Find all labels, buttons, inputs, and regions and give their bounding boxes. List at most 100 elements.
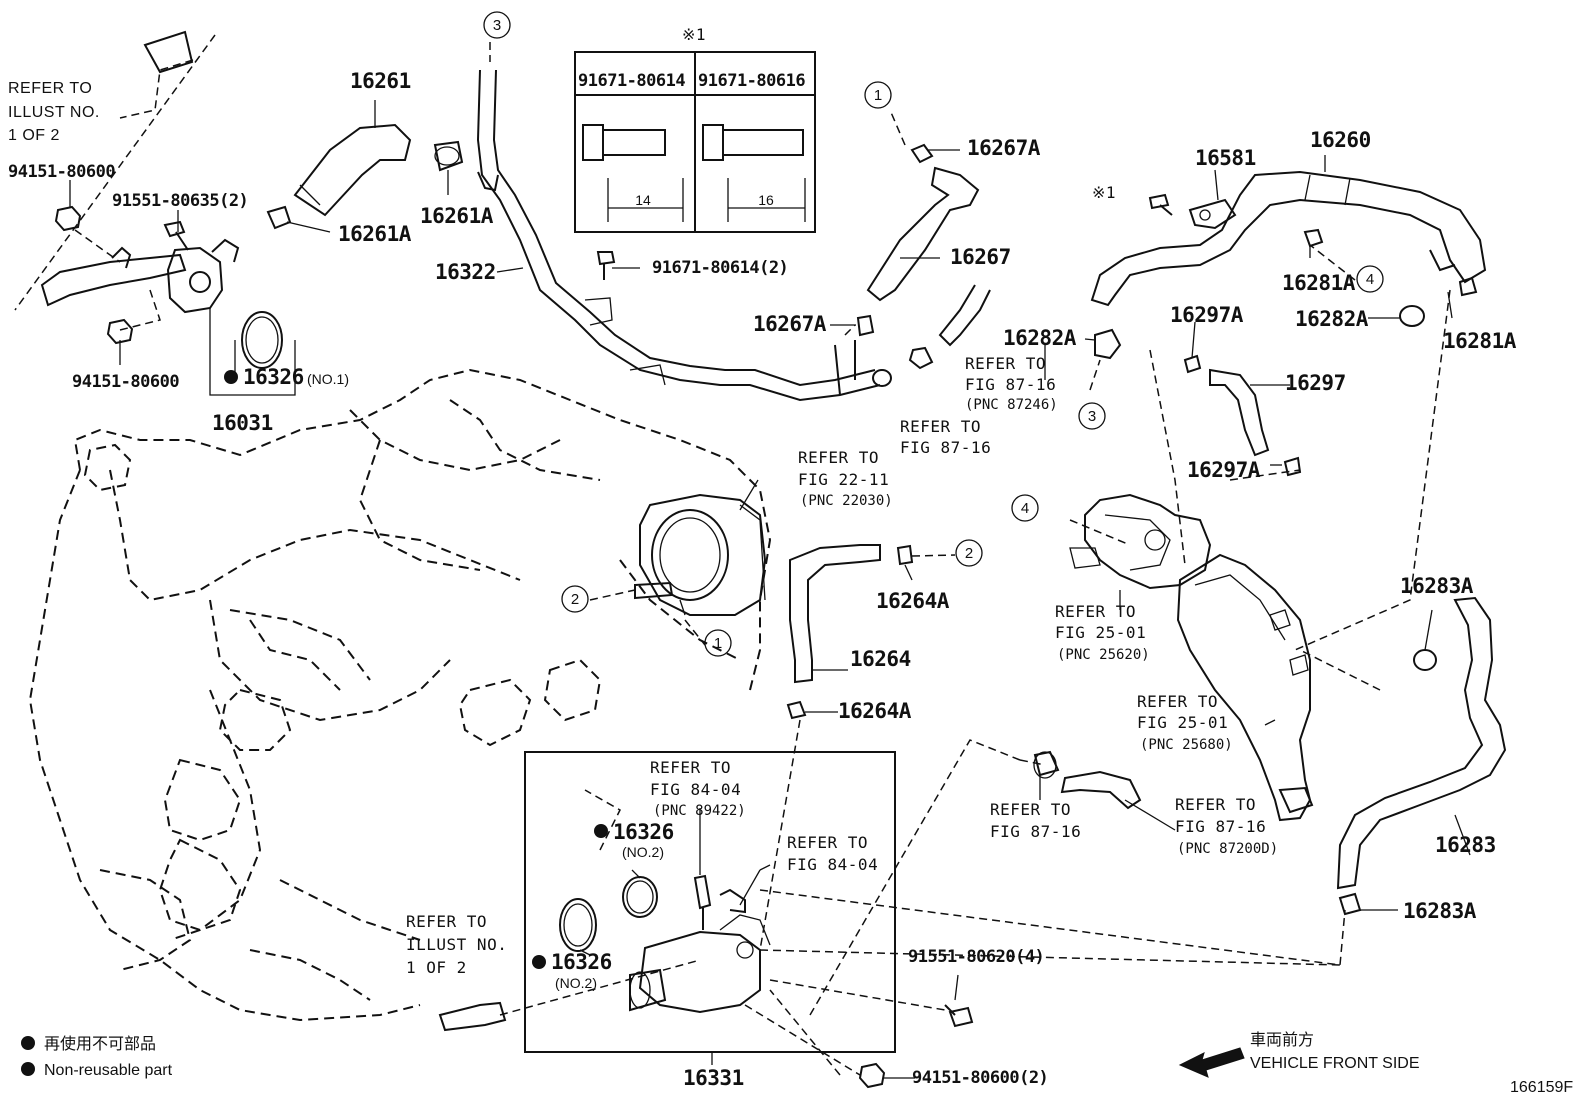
label-16281A-right: 16281A bbox=[1443, 329, 1517, 353]
label-16297A-top: 16297A bbox=[1170, 303, 1244, 327]
svg-text:REFER TO: REFER TO bbox=[787, 833, 868, 852]
engine-block-outline bbox=[28, 368, 772, 1022]
svg-text:2: 2 bbox=[571, 591, 579, 608]
svg-text:1 OF 2: 1 OF 2 bbox=[406, 958, 467, 977]
bracket-16581 bbox=[1148, 193, 1237, 230]
svg-text:FIG 87-16: FIG 87-16 bbox=[900, 438, 991, 457]
svg-text:REFER TO: REFER TO bbox=[8, 80, 92, 97]
hose-87246-ref bbox=[908, 284, 1122, 370]
label-16261: 16261 bbox=[350, 69, 411, 93]
svg-text:1: 1 bbox=[714, 635, 722, 652]
clamp-16261A bbox=[266, 140, 464, 230]
connection-lines bbox=[489, 42, 1451, 1076]
svg-text:(PNC 25620): (PNC 25620) bbox=[1057, 647, 1150, 663]
svg-text:※1: ※1 bbox=[682, 25, 706, 44]
svg-text:91671-80614: 91671-80614 bbox=[578, 71, 685, 91]
svg-text:(NO.1): (NO.1) bbox=[307, 371, 349, 387]
svg-text:16: 16 bbox=[758, 192, 774, 208]
label-91551-low: 91551-80620(4) bbox=[908, 947, 1044, 967]
figure-code: 166159F bbox=[1510, 1079, 1573, 1096]
svg-text:(PNC 87246): (PNC 87246) bbox=[965, 397, 1058, 413]
refer-8716-b: REFER TO FIG 87-16 bbox=[900, 417, 991, 457]
water-outlet-assembly bbox=[14, 30, 283, 369]
leader-lines bbox=[69, 100, 1471, 1079]
callout-4-mid: 4 bbox=[1011, 494, 1039, 522]
svg-text:4: 4 bbox=[1366, 271, 1374, 288]
hose-16260 bbox=[1090, 170, 1487, 307]
label-16281A-top: 16281A bbox=[1282, 271, 1356, 295]
refer-8404-a: REFER TO FIG 84-04 (PNC 89422) bbox=[650, 758, 746, 819]
svg-text:REFER TO: REFER TO bbox=[650, 758, 731, 777]
label-16581: 16581 bbox=[1195, 146, 1256, 170]
clamp-16281A bbox=[1303, 228, 1478, 297]
svg-text:16326: 16326 bbox=[243, 365, 304, 389]
svg-text:16326: 16326 bbox=[613, 820, 674, 844]
svg-text:16326: 16326 bbox=[551, 950, 612, 974]
refer-illust-top: REFER TO ILLUST NO. 1 OF 2 bbox=[8, 80, 99, 144]
label-16283A-low: 16283A bbox=[1403, 899, 1477, 923]
hose-16267 bbox=[856, 143, 980, 337]
label-16264: 16264 bbox=[850, 647, 911, 671]
callout-3-top: 3 bbox=[483, 11, 511, 39]
label-16326-top: 16326 (NO.1) bbox=[224, 365, 349, 389]
callout-1-top: 1 bbox=[864, 81, 892, 109]
label-91671: 91671-80614(2) bbox=[652, 258, 788, 278]
callout-1-mid: 1 bbox=[704, 629, 732, 657]
label-16264A-low: 16264A bbox=[838, 699, 912, 723]
label-16283: 16283 bbox=[1435, 833, 1496, 857]
refer-8716-d: REFER TO FIG 87-16 (PNC 87200D) bbox=[1175, 795, 1278, 857]
svg-text:(PNC 25680): (PNC 25680) bbox=[1140, 737, 1233, 753]
refer-8716-c: REFER TO FIG 87-16 bbox=[990, 800, 1081, 841]
label-16283A-top: 16283A bbox=[1400, 574, 1474, 598]
label-16031: 16031 bbox=[212, 411, 273, 435]
bolt-spec-table bbox=[574, 51, 816, 233]
hose-16283 bbox=[1336, 596, 1507, 916]
svg-text:91671-80616: 91671-80616 bbox=[698, 71, 805, 91]
svg-text:(NO.2): (NO.2) bbox=[622, 844, 664, 860]
label-16326-mid: 16326 (NO.2) bbox=[594, 820, 674, 860]
label-94151-top: 94151-80600 bbox=[8, 162, 115, 182]
svg-text:14: 14 bbox=[635, 192, 651, 208]
svg-text:車両前方: 車両前方 bbox=[1250, 1031, 1314, 1049]
front-direction-indicator: 車両前方 VEHICLE FRONT SIDE bbox=[1178, 1031, 1420, 1078]
hose-16264 bbox=[786, 544, 914, 720]
svg-text:FIG 87-16: FIG 87-16 bbox=[965, 375, 1056, 394]
label-16322: 16322 bbox=[435, 260, 496, 284]
refer-2501-a: REFER TO FIG 25-01 (PNC 25620) bbox=[1055, 602, 1150, 663]
svg-text:FIG 87-16: FIG 87-16 bbox=[1175, 817, 1266, 836]
label-16267A-low: 16267A bbox=[753, 312, 827, 336]
hose-16261 bbox=[293, 123, 412, 217]
svg-text:1 OF 2: 1 OF 2 bbox=[8, 127, 60, 144]
svg-text:REFER TO: REFER TO bbox=[990, 800, 1071, 819]
bolt-91551-80620 bbox=[944, 1004, 974, 1028]
callout-2-right: 2 bbox=[955, 539, 983, 567]
svg-text:REFER TO: REFER TO bbox=[798, 448, 879, 467]
svg-text:REFER TO: REFER TO bbox=[1055, 602, 1136, 621]
pipe-16322 bbox=[476, 69, 892, 402]
callout-3-mid: 3 bbox=[1078, 402, 1106, 430]
svg-text:REFER TO: REFER TO bbox=[965, 354, 1046, 373]
refer-8716-a: REFER TO FIG 87-16 (PNC 87246) bbox=[965, 354, 1058, 413]
svg-text:REFER TO: REFER TO bbox=[1137, 692, 1218, 711]
svg-text:Non-reusable part: Non-reusable part bbox=[44, 1062, 173, 1079]
label-16261A: 16261A bbox=[338, 222, 412, 246]
svg-text:REFER TO: REFER TO bbox=[1175, 795, 1256, 814]
svg-text:3: 3 bbox=[1088, 408, 1096, 425]
svg-text:2: 2 bbox=[965, 545, 973, 562]
throttle-body bbox=[634, 493, 767, 616]
footnote-mark-right: ※1 bbox=[1092, 183, 1116, 202]
egr-valve-assembly bbox=[1069, 493, 1212, 590]
label-16261A-b: 16261A bbox=[420, 204, 494, 228]
svg-text:FIG 25-01: FIG 25-01 bbox=[1137, 713, 1228, 732]
egr-cooler-assembly bbox=[1176, 553, 1314, 822]
label-91551-top: 91551-80635(2) bbox=[112, 191, 248, 211]
label-16282A-right: 16282A bbox=[1295, 307, 1369, 331]
lower-left-pipe bbox=[438, 1001, 507, 1032]
label-16264A-top: 16264A bbox=[876, 589, 950, 613]
clamp-16282A-right bbox=[1399, 305, 1425, 327]
svg-text:FIG 87-16: FIG 87-16 bbox=[990, 822, 1081, 841]
label-16260: 16260 bbox=[1310, 128, 1371, 152]
svg-text:1: 1 bbox=[874, 87, 882, 104]
nut-94151-low bbox=[858, 1062, 886, 1089]
